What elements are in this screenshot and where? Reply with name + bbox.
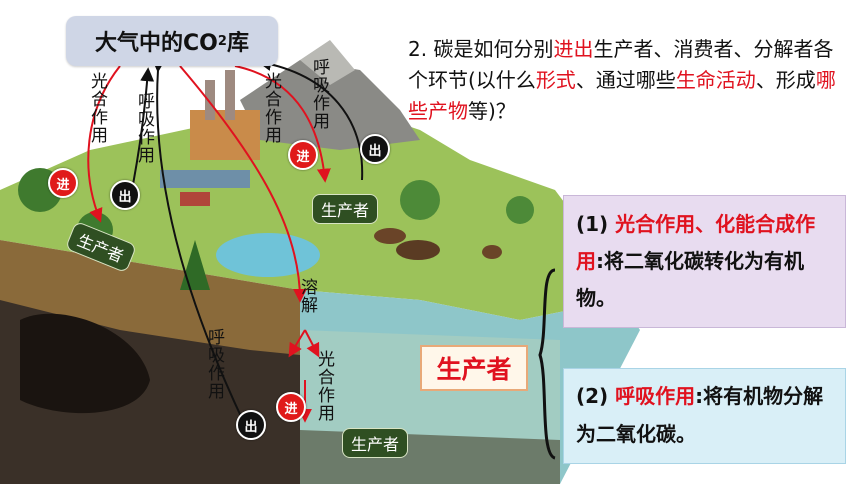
title-suffix: 库 — [226, 31, 249, 56]
question-part: 、形成 — [755, 68, 816, 92]
label-lower-respiration: 呼吸作用 — [204, 328, 224, 400]
box1-text: :将二氧化碳转化为有机物。 — [576, 249, 804, 310]
label-dissolve: 溶解 — [297, 278, 317, 314]
title-prefix: 大气中的CO — [95, 31, 218, 56]
question-highlight: 形式 — [535, 68, 576, 92]
title-subscript: 2 — [217, 33, 227, 49]
label-top-photosynthesis: 光合作用 — [261, 72, 281, 144]
carbon-out-badge: 出 — [110, 180, 140, 210]
question-part: 等)？ — [468, 99, 516, 123]
box2-highlight: 呼吸作用 — [615, 384, 696, 408]
question-part: 生产者、消费者、分解者各个环节(以什么 — [408, 37, 834, 92]
carbon-in-badge: 进 — [276, 392, 306, 422]
question-highlight: 生命活动 — [675, 68, 756, 92]
box2-number: (2) — [576, 384, 609, 408]
producer-tag-land-right: 生产者 — [312, 194, 379, 224]
respiration-box: (2) 呼吸作用:将有机物分解为二氧化碳。 — [563, 368, 846, 464]
label-top-respiration: 呼吸作用 — [309, 58, 329, 130]
label-left-respiration: 呼吸作用 — [134, 92, 154, 164]
producer-tag-water: 生产者 — [342, 428, 409, 458]
question-part: 、通过哪些 — [575, 68, 676, 92]
photosynthesis-box: (1) 光合作用、化能合成作用:将二氧化碳转化为有机物。 — [563, 195, 846, 328]
carbon-in-badge: 进 — [288, 140, 318, 170]
producer-label: 生产者 — [420, 345, 528, 391]
label-water-photosynthesis: 光合作用 — [314, 350, 334, 422]
label-left-photosynthesis: 光合作用 — [87, 72, 107, 144]
question-highlight: 进出 — [553, 37, 594, 61]
question-highlight: 哪些产物 — [408, 68, 836, 123]
box2-text: :将有机物分解为二氧化碳。 — [576, 384, 824, 446]
carbon-out-badge: 出 — [360, 134, 390, 164]
question-part: 2. 碳是如何分别 — [408, 37, 554, 61]
box1-number: (1) — [576, 212, 609, 236]
carbon-out-badge: 出 — [236, 410, 266, 440]
carbon-in-badge: 进 — [48, 168, 78, 198]
box1-highlight: 光合作用、化能合成作用 — [576, 212, 816, 273]
question-text: 2. 碳是如何分别进出生产者、消费者、分解者各个环节(以什么形式、通过哪些生命活… — [408, 34, 844, 127]
